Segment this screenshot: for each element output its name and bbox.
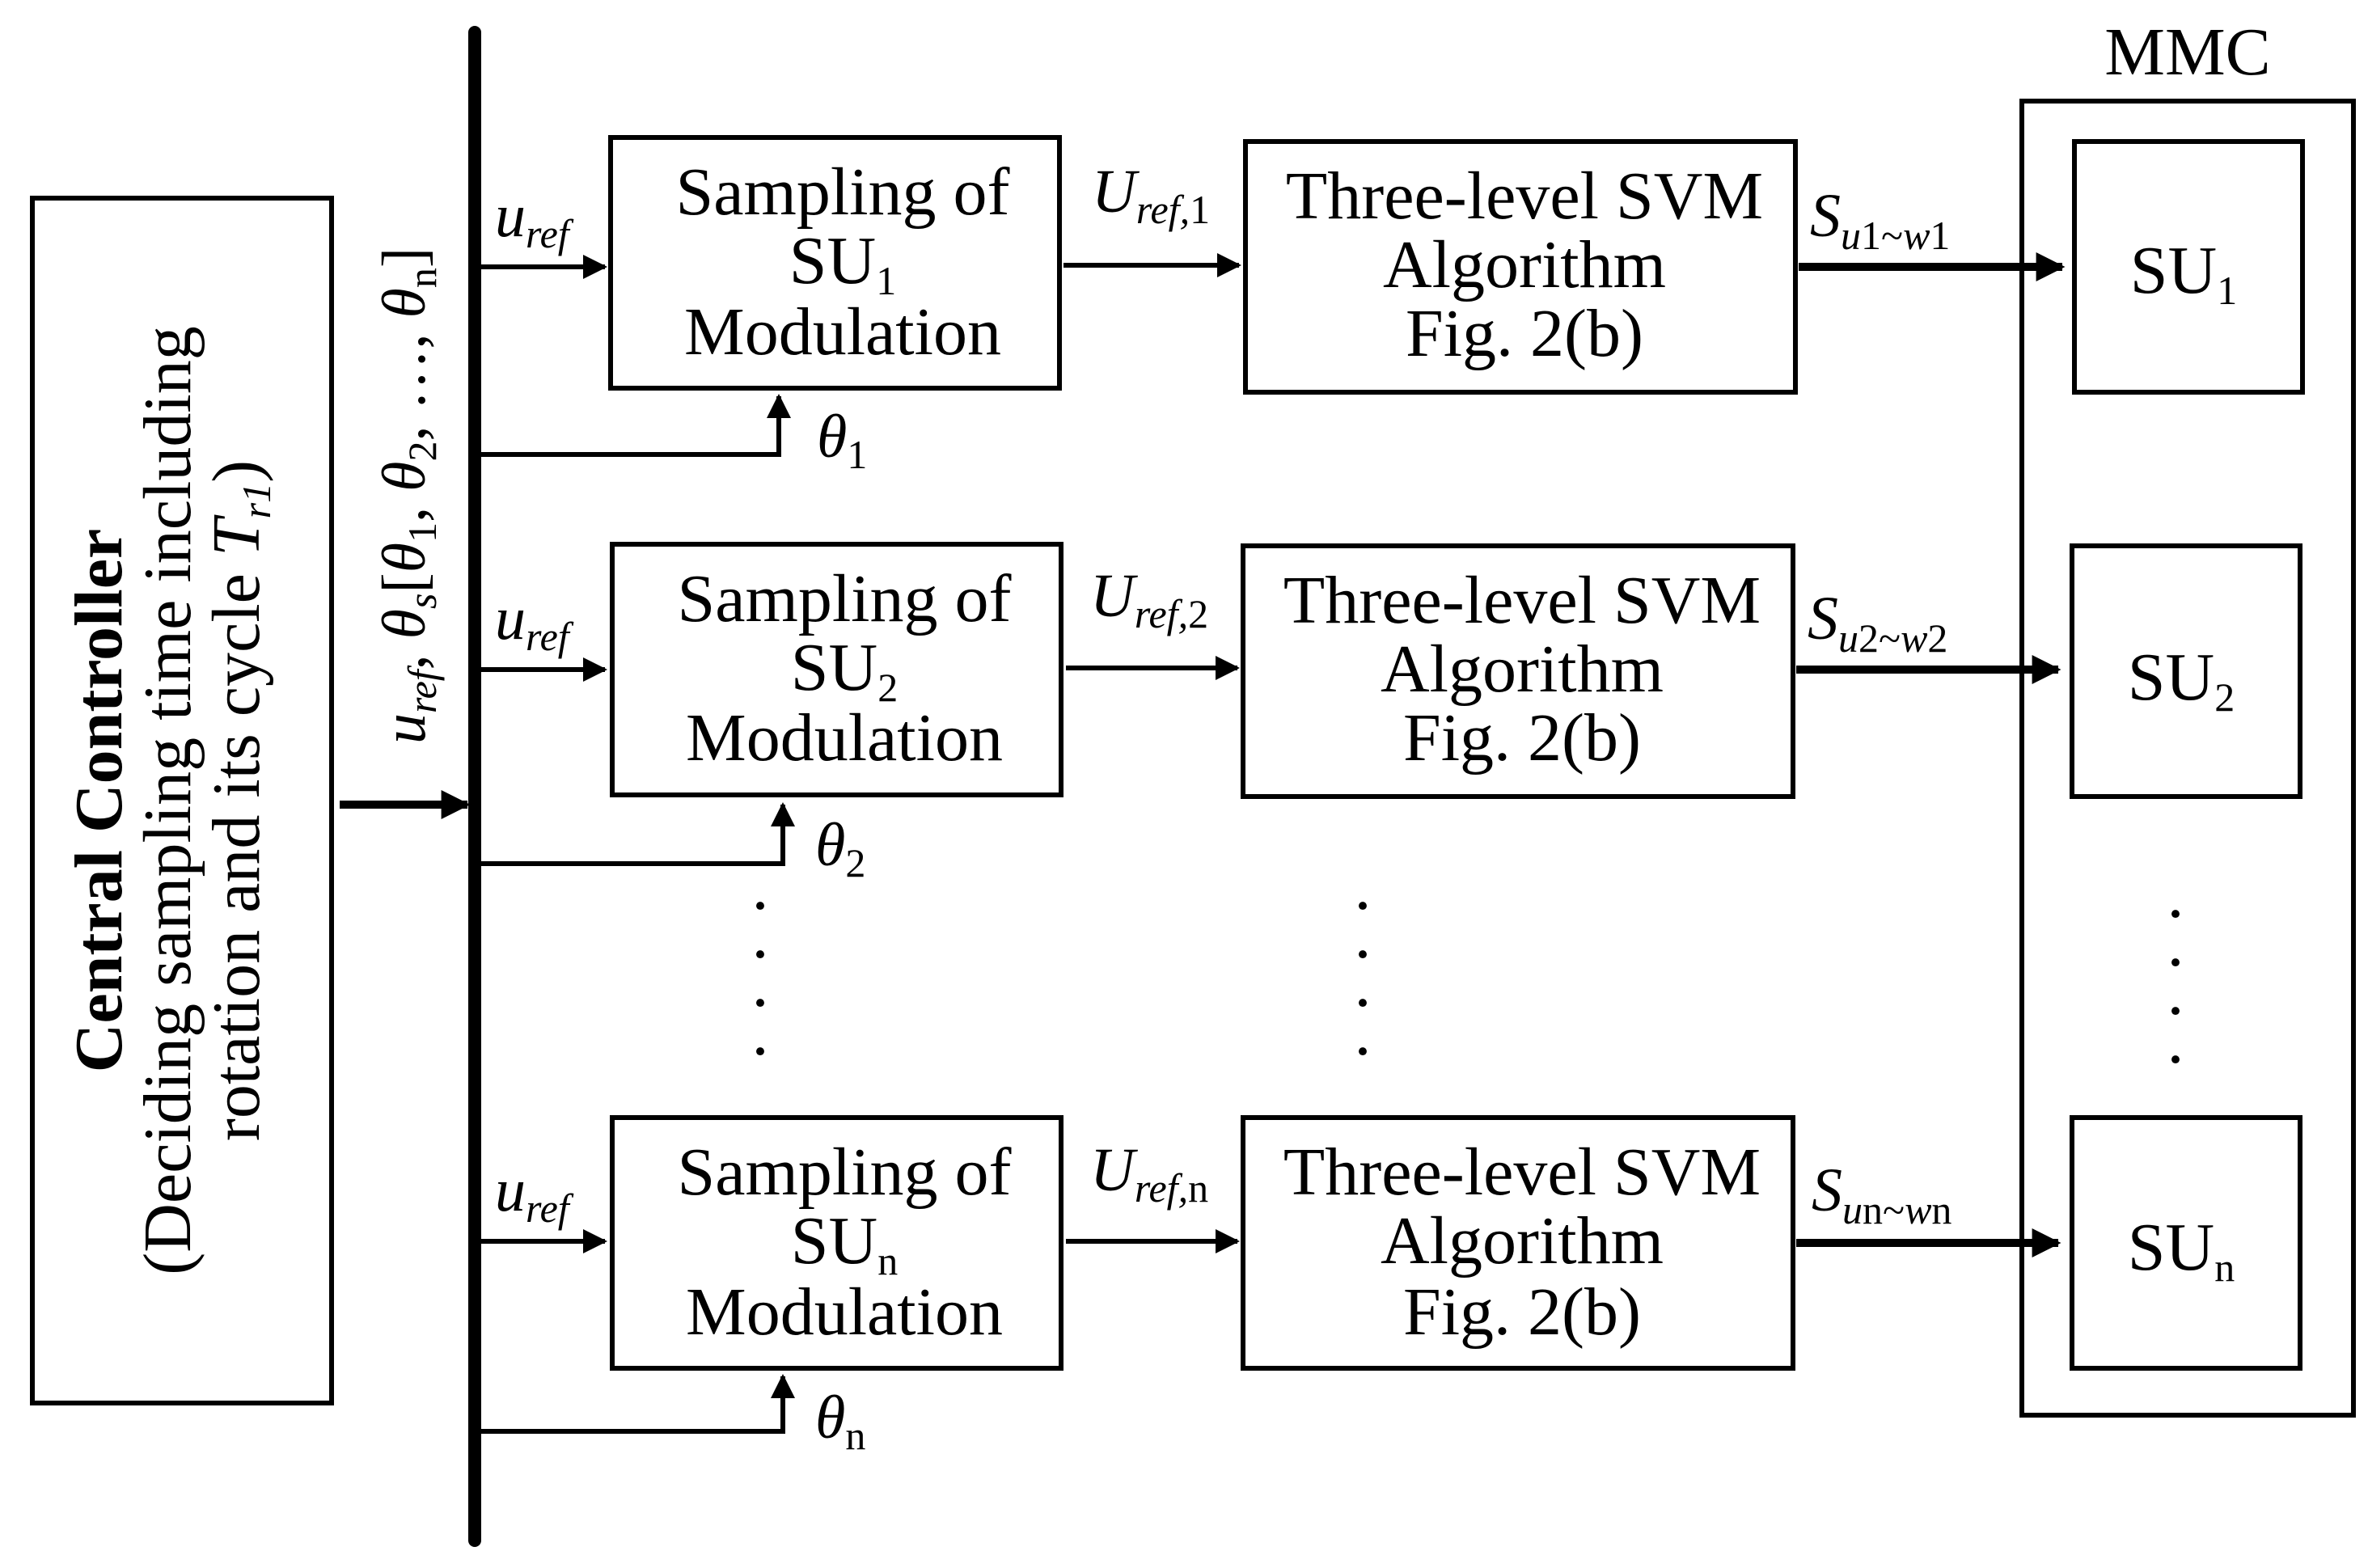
svm-line1-1: Three-level SVM: [1286, 158, 1763, 234]
switch-signal-label-2: Su2~w2: [1808, 585, 1947, 661]
sampling-box-2: [610, 542, 1063, 797]
sampling-box-n: [610, 1115, 1063, 1371]
svm-line2-1: Algorithm: [1383, 227, 1666, 302]
central-controller-desc-line1: (Deciding sampling time including: [130, 326, 205, 1274]
ellipsis-mmc: · · · ·: [2164, 877, 2187, 1097]
svg-text:·: ·: [1351, 1014, 1374, 1089]
ellipsis-sampling: · · · ·: [749, 869, 772, 1089]
row-2: uref Sampling of SU2 Modulation θ2 Uref,…: [481, 542, 2302, 885]
switch-signal-label-n: Sun~wn: [1812, 1156, 1951, 1232]
svm-line2-2: Algorithm: [1381, 632, 1664, 707]
svg-text:·: ·: [749, 917, 772, 992]
svg-text:·: ·: [2164, 925, 2187, 1000]
uref-idx-label-2: Uref,2: [1090, 562, 1208, 636]
su-box-2: [2070, 543, 2302, 799]
theta-label-n: θn: [815, 1384, 865, 1458]
sampling-box-1: [608, 135, 1062, 391]
sampling-modulation-1: Modulation: [684, 294, 1001, 370]
svm-line3-2: Fig. 2(b): [1403, 700, 1641, 776]
svm-box-1: [1243, 139, 1798, 395]
ellipsis-svm: · · · ·: [1351, 869, 1374, 1089]
svg-text:·: ·: [749, 1014, 772, 1089]
sampling-su-n: SUn: [791, 1203, 898, 1283]
sampling-modulation-n: Modulation: [686, 1274, 1003, 1350]
theta-arrow-n: [481, 1374, 795, 1434]
svg-text:·: ·: [749, 869, 772, 944]
sampling-line1-2: Sampling of: [678, 561, 1012, 636]
theta-arrow-1: [481, 394, 791, 457]
svg-text:·: ·: [2164, 1022, 2187, 1097]
row-n: uref Sampling of SUn Modulation θn Uref,…: [481, 1115, 2302, 1458]
svm-box-2: [1241, 543, 1795, 799]
sampling-su-2: SU2: [791, 630, 898, 710]
uref-label-1: uref: [495, 182, 574, 256]
central-controller-title: Central Controller: [61, 529, 137, 1073]
sampling-line1-1: Sampling of: [676, 154, 1010, 230]
sampling-line1-n: Sampling of: [678, 1135, 1012, 1210]
uref-label-n: uref: [495, 1156, 574, 1231]
sampling-su-1: SU1: [789, 223, 896, 303]
uref-idx-label-n: Uref,n: [1090, 1136, 1208, 1211]
central-controller-desc-line2: rotation and its cycle Tr1): [199, 460, 279, 1141]
svm-line2-n: Algorithm: [1381, 1203, 1664, 1278]
svm-line3-n: Fig. 2(b): [1403, 1274, 1641, 1350]
svg-text:·: ·: [2164, 877, 2187, 952]
svm-box-n: [1241, 1115, 1795, 1371]
svg-text:·: ·: [1351, 917, 1374, 992]
central-controller-box: [30, 196, 334, 1405]
svg-text:·: ·: [749, 966, 772, 1041]
su-label-1: SU1: [2130, 233, 2237, 313]
uref-idx-label-1: Uref,1: [1092, 158, 1210, 232]
sampling-modulation-2: Modulation: [686, 700, 1003, 776]
bus-label: uref, θs[θ1, θ2, …, θn]: [370, 247, 445, 744]
svg-text:uref, θs[θ1, θ2, …, θn]: uref, θs[θ1, θ2, …, θn]: [370, 247, 445, 744]
su-label-n: SUn: [2128, 1210, 2235, 1290]
switch-signal-label-1: Su1~w1: [1810, 182, 1950, 258]
uref-label-2: uref: [495, 585, 574, 659]
su-box-n: [2070, 1115, 2302, 1371]
svg-text:·: ·: [1351, 869, 1374, 944]
theta-label-1: θ1: [817, 403, 867, 477]
svg-text:·: ·: [2164, 974, 2187, 1049]
svg-text:·: ·: [1351, 966, 1374, 1041]
svm-line1-n: Three-level SVM: [1283, 1135, 1761, 1210]
theta-arrow-2: [481, 802, 795, 866]
su-box-1: [2072, 139, 2305, 395]
svm-line1-2: Three-level SVM: [1283, 563, 1761, 638]
central-controller: Central Controller (Deciding sampling ti…: [30, 196, 334, 1405]
svm-line3-1: Fig. 2(b): [1406, 296, 1643, 371]
row-1: uref Sampling of SU1 Modulation θ1 Uref,…: [481, 135, 2305, 477]
mmc-label: MMC: [2104, 15, 2270, 90]
su-label-2: SU2: [2128, 640, 2235, 720]
theta-label-2: θ2: [815, 811, 865, 885]
